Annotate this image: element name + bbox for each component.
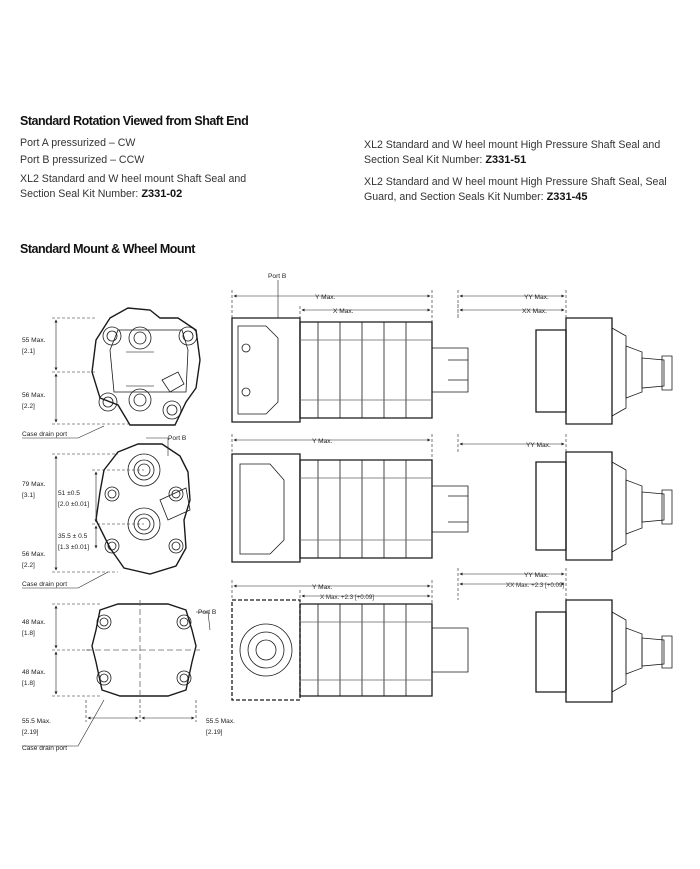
seal-kit-3-number: Z331-45 xyxy=(546,190,588,203)
case-drain-label-1: Case drain port xyxy=(22,431,67,438)
xx-max-plus-label: XX Max. +2.3 [+0.09] xyxy=(506,582,564,589)
dim-48b-label: 48 Max. xyxy=(22,669,46,676)
front-view-wheel xyxy=(95,443,191,575)
port-b-rotation: Port B pressurized – CCW xyxy=(20,154,145,166)
front-view-standard xyxy=(91,307,201,426)
dim-56b-label: 56 Max. xyxy=(22,551,46,558)
yy-max-label-2: YY Max. xyxy=(526,442,551,449)
yy-max-label-1: YY Max. xyxy=(524,294,549,301)
dim-55-inch: [2.1] xyxy=(22,348,35,355)
dim-56-inch: [2.2] xyxy=(22,403,35,410)
end-view-1 xyxy=(535,317,673,425)
dim-48-inch: [1.8] xyxy=(22,630,35,637)
side-view-3 xyxy=(231,599,469,701)
dim-48b-inch: [1.8] xyxy=(22,680,35,687)
y-max-label-2: Y Max. xyxy=(312,438,333,445)
y-max-label-1: Y Max. xyxy=(315,294,336,301)
dim-35-5-label: 35.5 ± 0.5 xyxy=(58,533,88,540)
end-view-3 xyxy=(535,599,673,703)
dim-35-5-inch: [1.3 ±0.01] xyxy=(58,544,89,551)
end-view-2 xyxy=(535,451,673,561)
dim-51-inch: [2.0 ±0.01] xyxy=(58,501,89,508)
dim-79-label: 79 Max. xyxy=(22,481,46,488)
rotation-title: Standard Rotation Viewed from Shaft End xyxy=(20,114,249,128)
dim-55-5-label: 55.5 Max. xyxy=(22,718,51,725)
dim-56-label: 56 Max. xyxy=(22,392,46,399)
dim-55-label: 55 Max. xyxy=(22,337,46,344)
side-view-1 xyxy=(231,317,469,423)
port-a-rotation: Port A pressurized – CW xyxy=(20,137,136,149)
seal-kit-1-number: Z331-02 xyxy=(141,187,183,200)
case-drain-label-3: Case drain port xyxy=(22,745,67,752)
dim-79-inch: [3.1] xyxy=(22,492,35,499)
dim-55-5b-label: 55.5 Max. xyxy=(206,718,235,725)
x-max-plus-label: X Max. +2.3 [+0.09] xyxy=(320,594,374,601)
y-max-label-3: Y Max. xyxy=(312,584,333,591)
yy-max-label-3: YY Max. xyxy=(524,572,549,579)
dim-55-5b-inch: [2.19] xyxy=(206,729,223,736)
dim-51-label: 51 ±0.5 xyxy=(58,490,80,497)
dim-56b-inch: [2.2] xyxy=(22,562,35,569)
port-b-label-top: Port B xyxy=(268,273,287,280)
side-view-2 xyxy=(231,453,469,563)
port-b-label-3: Port B xyxy=(198,609,217,616)
seal-kit-1: XL2 Standard and W heel mount Shaft Seal… xyxy=(20,172,270,201)
seal-kit-2: XL2 Standard and W heel mount High Press… xyxy=(364,138,684,167)
case-drain-label-2: Case drain port xyxy=(22,581,67,588)
dim-48-label: 48 Max. xyxy=(22,619,46,626)
seal-kit-3: XL2 Standard and W heel mount High Press… xyxy=(364,175,684,204)
mount-title: Standard Mount & Wheel Mount xyxy=(20,242,195,256)
x-max-label-1: X Max. xyxy=(333,308,354,315)
seal-kit-3-text: XL2 Standard and W heel mount High Press… xyxy=(364,176,667,203)
seal-kit-2-text: XL2 Standard and W heel mount High Press… xyxy=(364,139,661,166)
dim-55-5-inch: [2.19] xyxy=(22,729,39,736)
seal-kit-2-number: Z331-51 xyxy=(485,153,527,166)
seal-kit-1-text: XL2 Standard and W heel mount Shaft Seal… xyxy=(20,173,247,200)
front-view-flange xyxy=(86,600,200,700)
xx-max-label-1: XX Max. xyxy=(522,308,547,315)
port-b-label-1: Port B xyxy=(168,435,187,442)
